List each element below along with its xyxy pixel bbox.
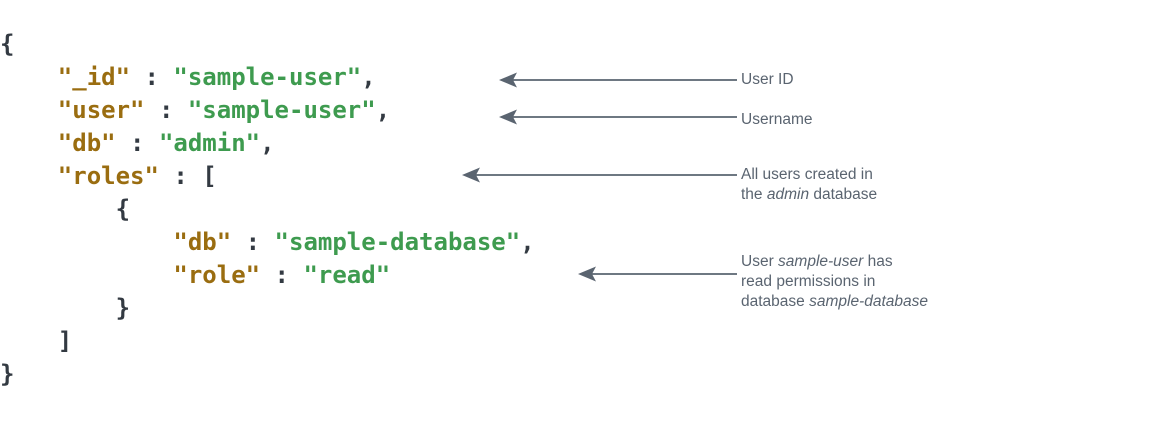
annotation-line: Username: [741, 110, 813, 130]
json-punctuation: :: [231, 228, 275, 256]
annotation-user-id: User ID: [741, 70, 794, 90]
code-line: "role" : "read": [0, 259, 535, 292]
annotation-text: Username: [741, 111, 813, 128]
annotation-emphasis: admin: [766, 186, 810, 203]
code-line: "user" : "sample-user",: [0, 94, 535, 127]
annotation-line: read permissions in: [741, 272, 928, 292]
json-key: "user": [57, 96, 145, 124]
json-punctuation: :: [130, 63, 174, 91]
annotation-username: Username: [741, 110, 813, 130]
arrow-left-admin-database: [462, 167, 737, 183]
annotation-text: the: [741, 186, 767, 203]
code-line: }: [0, 358, 535, 391]
json-punctuation: ,: [361, 63, 376, 91]
annotation-emphasis: sample-user: [778, 253, 864, 270]
json-punctuation: : [: [158, 162, 217, 190]
annotation-text: database: [741, 293, 810, 310]
code-line: {: [0, 28, 535, 61]
json-value: "sample-user": [187, 96, 376, 124]
json-punctuation: ]: [57, 327, 73, 355]
code-line: }: [0, 292, 535, 325]
annotation-text: read permissions in: [741, 273, 876, 290]
json-punctuation: :: [144, 96, 188, 124]
arrow-left-username: [499, 109, 737, 125]
json-punctuation: {: [0, 30, 15, 58]
annotation-line: User ID: [741, 70, 794, 90]
json-value: "sample-user": [173, 63, 362, 91]
arrow-left-user-id: [499, 72, 737, 88]
json-punctuation: }: [115, 294, 131, 322]
arrow-left-read-permissions: [578, 266, 737, 282]
json-key: "db": [173, 228, 232, 256]
annotation-text: User: [741, 253, 779, 270]
json-key: "roles": [57, 162, 159, 190]
annotation-line: database sample-database: [741, 292, 928, 312]
annotation-emphasis: sample-database: [809, 293, 929, 310]
annotation-text: All users created in: [741, 166, 873, 183]
json-punctuation: :: [115, 129, 159, 157]
annotation-text: User ID: [741, 71, 794, 88]
arrowhead-icon: [578, 266, 596, 282]
json-value: "admin": [158, 129, 261, 157]
json-code-block: { "_id" : "sample-user", "user" : "sampl…: [0, 28, 535, 391]
annotation-admin-database: All users created in the admin database: [741, 165, 877, 205]
annotation-text: has: [863, 253, 893, 270]
json-key: "db": [57, 129, 116, 157]
code-line: "roles" : [: [0, 160, 535, 193]
code-line: "db" : "admin",: [0, 127, 535, 160]
json-punctuation: }: [0, 360, 15, 388]
json-punctuation: :: [260, 261, 304, 289]
code-line: ]: [0, 325, 535, 358]
code-line: "_id" : "sample-user",: [0, 61, 535, 94]
json-punctuation: ,: [520, 228, 535, 256]
json-punctuation: ,: [260, 129, 275, 157]
code-line: {: [0, 193, 535, 226]
json-key: "role": [173, 261, 261, 289]
annotation-line: All users created in: [741, 165, 877, 185]
json-value: "sample-database": [274, 228, 521, 256]
json-punctuation: ,: [375, 96, 391, 124]
annotation-text: database: [809, 186, 878, 203]
arrowhead-icon: [499, 72, 517, 88]
arrowhead-icon: [499, 109, 517, 125]
annotation-line: User sample-user has: [741, 252, 928, 272]
json-value: "read": [303, 261, 391, 289]
arrowhead-icon: [462, 167, 480, 183]
code-line: "db" : "sample-database",: [0, 226, 535, 259]
annotation-line: the admin database: [741, 185, 877, 205]
json-punctuation: {: [115, 195, 131, 223]
json-key: "_id": [57, 63, 131, 91]
